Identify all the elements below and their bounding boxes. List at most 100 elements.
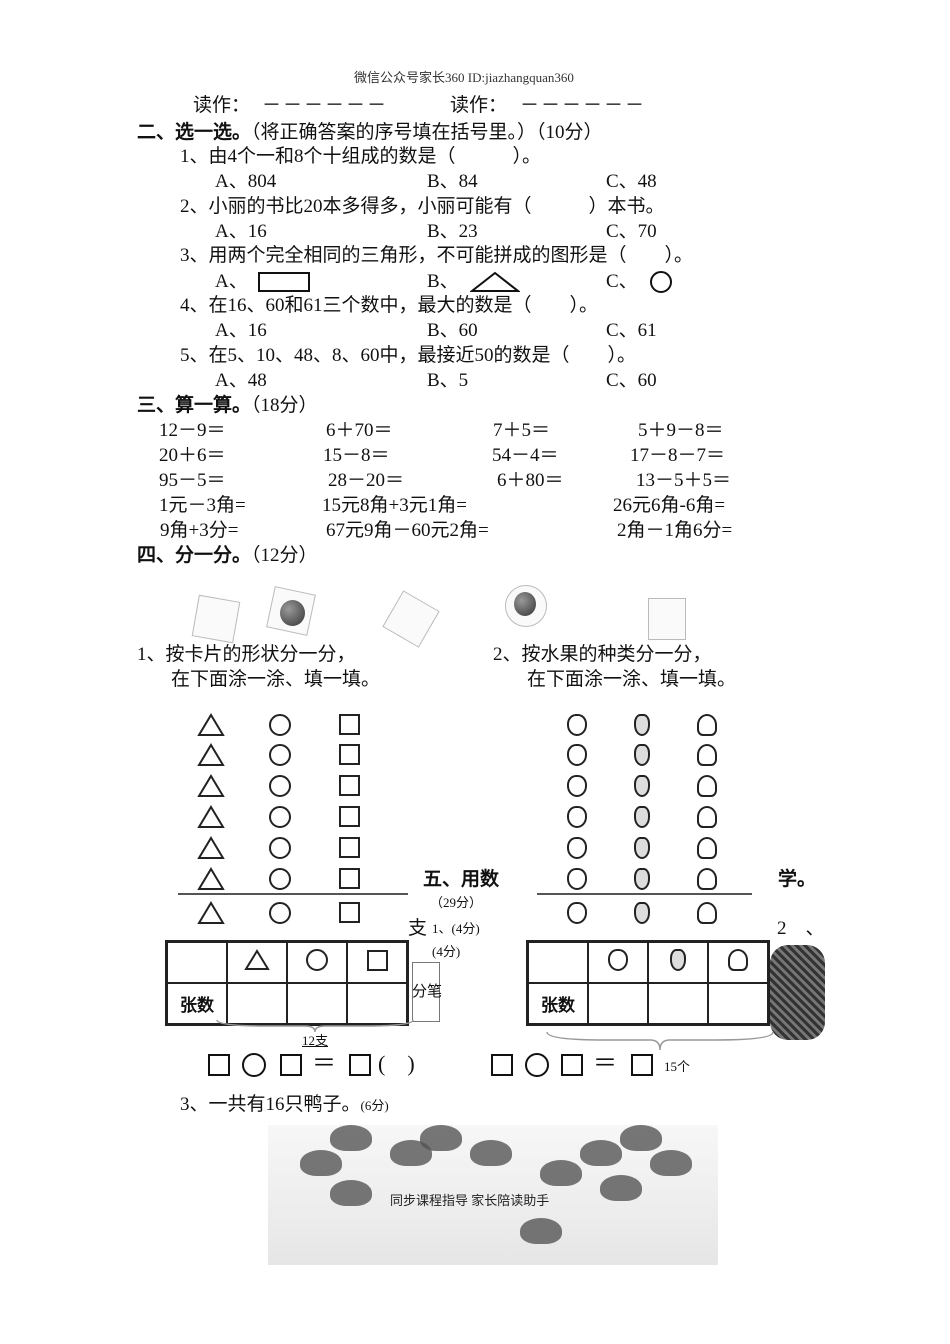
calc: 54－4＝: [492, 445, 559, 466]
calc: 26元6角-6角=: [613, 495, 726, 516]
square-icon[interactable]: [339, 868, 360, 889]
count-cell[interactable]: [346, 982, 409, 1026]
pear-icon: [670, 949, 686, 971]
apple-icon[interactable]: [567, 868, 587, 890]
task1-line1: 1、按卡片的形状分一分，: [137, 644, 356, 665]
circle-icon[interactable]: [269, 714, 291, 736]
divider-line: [178, 893, 408, 895]
equation-box[interactable]: [208, 1054, 230, 1076]
duck-image: [600, 1175, 642, 1201]
pear-icon[interactable]: [634, 902, 650, 924]
q4-option-c: C、61: [606, 320, 657, 341]
triangle-icon: [244, 949, 270, 970]
peach-icon[interactable]: [697, 806, 717, 828]
square-icon[interactable]: [339, 775, 360, 796]
count-cell[interactable]: [587, 982, 649, 1026]
circle-icon[interactable]: [269, 775, 291, 797]
apple-icon[interactable]: [567, 744, 587, 766]
fruit-count-table: 张数: [526, 940, 770, 1026]
triangle-icon[interactable]: [197, 867, 225, 891]
table-header-triangle: [226, 940, 288, 984]
triangle-icon[interactable]: [197, 901, 225, 925]
operator-circle[interactable]: [525, 1053, 549, 1077]
circle-icon[interactable]: [269, 868, 291, 890]
brace-15: [546, 1031, 774, 1051]
q3-option-b: B、: [427, 271, 459, 292]
calc: 95－5＝: [159, 470, 226, 491]
section5-q2: 2 、: [777, 918, 825, 939]
pen-box-image: [412, 962, 440, 1022]
q5-option-c: C、60: [606, 370, 657, 391]
q4-option-b: B、60: [427, 320, 478, 341]
pear-icon[interactable]: [634, 806, 650, 828]
calc: 15－8＝: [323, 445, 390, 466]
calc: 7＋5＝: [493, 420, 551, 441]
question-1: 1、由4个一和8个十组成的数是（ ）。: [180, 146, 542, 167]
equation-box[interactable]: [491, 1054, 513, 1076]
card-image: [382, 590, 440, 648]
peach-icon[interactable]: [697, 775, 717, 797]
section3-title: 三、算一算。: [137, 394, 252, 416]
peach-icon[interactable]: [697, 868, 717, 890]
apple-icon[interactable]: [567, 714, 587, 736]
triangle-option-shape: [470, 271, 520, 292]
q2-option-c: C、70: [606, 221, 657, 242]
triangle-icon[interactable]: [197, 805, 225, 829]
count-cell[interactable]: [647, 982, 709, 1026]
q5-option-b: B、5: [427, 370, 469, 391]
count-cell[interactable]: [226, 982, 288, 1026]
triangle-icon[interactable]: [197, 774, 225, 798]
circle-icon[interactable]: [269, 744, 291, 766]
circle-option-shape: [650, 271, 672, 293]
equals-sign: ＝: [593, 1051, 617, 1077]
section5-q1: 1、(4分): [432, 921, 480, 936]
calc: 12－9＝: [159, 420, 226, 441]
equation-box[interactable]: [561, 1054, 583, 1076]
shape-count-table: 张数: [165, 940, 409, 1026]
operator-circle[interactable]: [242, 1053, 266, 1077]
section5-title-part1: 五、用数: [423, 868, 500, 890]
square-icon[interactable]: [339, 714, 360, 735]
apple-icon[interactable]: [567, 902, 587, 924]
triangle-icon[interactable]: [197, 713, 225, 737]
pear-icon[interactable]: [634, 837, 650, 859]
square-icon[interactable]: [339, 806, 360, 827]
read-as-blank-2: －－－－－－: [520, 95, 647, 116]
pear-icon[interactable]: [634, 714, 650, 736]
count-cell[interactable]: [707, 982, 770, 1026]
peach-icon[interactable]: [697, 837, 717, 859]
q3-option-c: C、: [606, 271, 638, 292]
apple-icon[interactable]: [567, 806, 587, 828]
peach-icon[interactable]: [697, 902, 717, 924]
section4-heading: 四、分一分。（12分）: [137, 543, 318, 568]
circle-icon[interactable]: [269, 902, 291, 924]
pear-icon[interactable]: [634, 775, 650, 797]
equation-box[interactable]: [631, 1054, 653, 1076]
square-icon[interactable]: [339, 744, 360, 765]
table-corner: [526, 940, 589, 984]
circle-icon[interactable]: [269, 806, 291, 828]
section2-heading: 二、选一选。（将正确答案的序号填在括号里。）（10分）: [137, 120, 603, 145]
circle-icon[interactable]: [269, 837, 291, 859]
square-icon[interactable]: [339, 837, 360, 858]
peach-icon[interactable]: [697, 714, 717, 736]
unit-blank[interactable]: ( ): [378, 1051, 415, 1076]
apple-icon[interactable]: [567, 775, 587, 797]
equation-box[interactable]: [280, 1054, 302, 1076]
q2-option-b: B、23: [427, 221, 478, 242]
equation-box[interactable]: [349, 1054, 371, 1076]
pear-icon[interactable]: [634, 744, 650, 766]
triangle-icon[interactable]: [197, 743, 225, 767]
peach-icon[interactable]: [697, 744, 717, 766]
question-5: 5、在5、10、48、8、60中，最接近50的数是（ ）。: [180, 345, 637, 366]
calc: 5＋9－8＝: [638, 420, 724, 441]
triangle-icon[interactable]: [197, 836, 225, 860]
table-header-peach: [707, 940, 770, 984]
square-icon[interactable]: [339, 902, 360, 923]
section4-title: 四、分一分。: [137, 544, 252, 566]
pear-icon[interactable]: [634, 868, 650, 890]
q2-option-a: A、16: [215, 221, 267, 242]
count-cell[interactable]: [286, 982, 348, 1026]
rectangle-option-shape: [258, 272, 310, 292]
apple-icon[interactable]: [567, 837, 587, 859]
